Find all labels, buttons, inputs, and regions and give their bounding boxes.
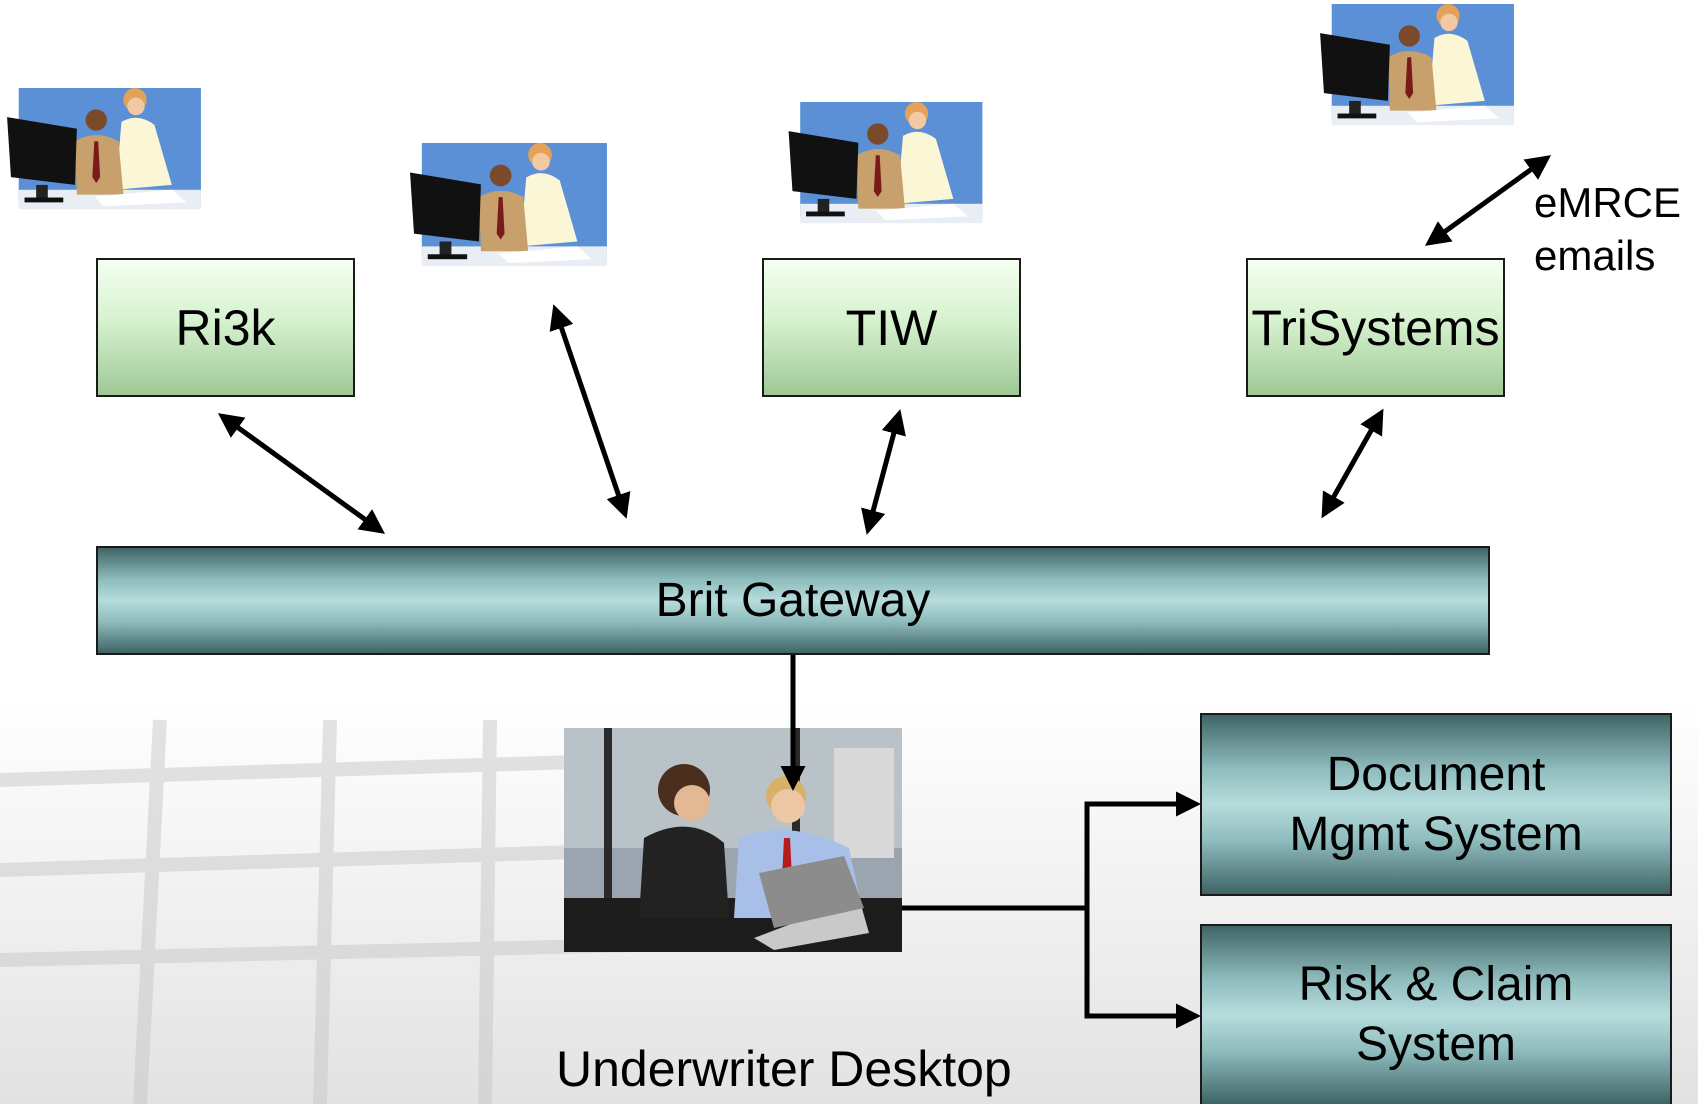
underwriter-desktop-caption: Underwriter Desktop: [556, 1041, 1012, 1097]
desktop-branch-connector-lower: [1084, 908, 1201, 1029]
gateway-bar: Brit Gateway: [96, 546, 1490, 655]
gateway-label: Brit Gateway: [655, 573, 931, 627]
risk-claim-box: Risk & Claim System: [1200, 924, 1672, 1104]
tiw-box: TIW: [762, 258, 1021, 397]
document-mgmt-label-line2: Mgmt System: [1289, 807, 1583, 861]
underwriter-photo: [564, 728, 902, 952]
risk-claim-label-line1: Risk & Claim: [1298, 958, 1574, 1011]
tiw-label: TIW: [845, 299, 938, 356]
desktop-branch-connector: [902, 791, 1201, 911]
trisystems-gateway-arrow: [1321, 408, 1384, 519]
emrce-label: eMRCE emails: [1534, 176, 1681, 282]
risk-claim-label-line2: System: [1355, 1018, 1517, 1071]
user-gateway-arrow: [549, 304, 631, 519]
emrce-label-line2: emails: [1534, 232, 1656, 279]
emrce-arrow: [1424, 155, 1552, 246]
ri3k-box: Ri3k: [96, 258, 355, 397]
ri3k-label: Ri3k: [175, 299, 276, 356]
trisystems-label: TriSystems: [1251, 299, 1500, 356]
document-mgmt-label-line1: Document: [1326, 747, 1546, 801]
tiw-gateway-arrow: [861, 409, 906, 535]
document-mgmt-box: Document Mgmt System: [1200, 713, 1672, 896]
trisystems-box: TriSystems: [1246, 258, 1505, 397]
emrce-label-line1: eMRCE: [1534, 179, 1682, 226]
ri3k-gateway-arrow: [217, 413, 386, 534]
